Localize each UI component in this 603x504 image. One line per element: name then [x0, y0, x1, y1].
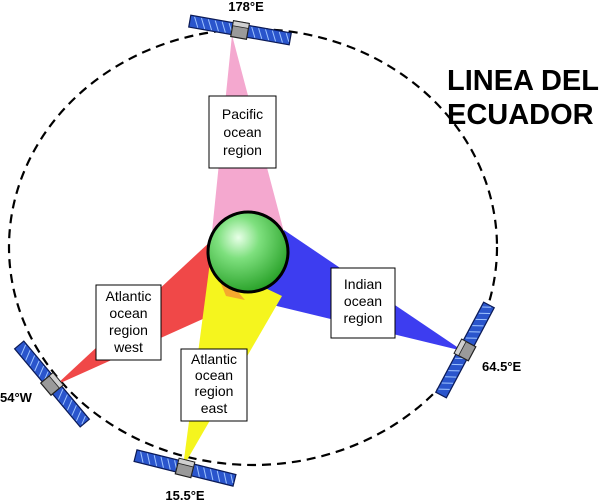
- region-pacific-line3: region: [223, 142, 262, 158]
- region-atl-east-line3: region: [195, 383, 234, 399]
- region-indian-line3: region: [344, 310, 383, 326]
- satellite-icon-pacific: [188, 13, 291, 46]
- region-box-pacific: Pacific ocean region: [208, 95, 277, 169]
- region-pacific-line1: Pacific: [222, 106, 263, 122]
- region-box-atlantic-west: Atlantic ocean region west: [95, 284, 162, 361]
- region-pacific-line2: ocean: [223, 124, 261, 140]
- satellite-label-atlantic-east: 15.5°E: [165, 488, 205, 503]
- satellite-label-atlantic-west: 54°W: [0, 390, 33, 405]
- region-box-atlantic-east: Atlantic ocean region east: [180, 348, 248, 422]
- region-atl-west-line4: west: [113, 339, 143, 355]
- region-atl-west-line2: ocean: [109, 305, 147, 321]
- earth-globe: [206, 210, 290, 294]
- region-atl-west-line3: region: [109, 322, 148, 338]
- region-indian-line1: Indian: [344, 276, 382, 292]
- satellite-icon-atlantic-west: [13, 340, 91, 428]
- region-indian-line2: ocean: [344, 293, 382, 309]
- equator-title-line2: ECUADOR: [447, 99, 594, 131]
- region-atl-east-line2: ocean: [195, 367, 233, 383]
- region-atl-west-line1: Atlantic: [106, 288, 152, 304]
- equator-title-line1: LINEA DEL: [447, 65, 599, 97]
- satellite-icon-indian: [434, 301, 496, 399]
- region-atl-east-line4: east: [201, 400, 228, 416]
- region-atl-east-line1: Atlantic: [191, 351, 237, 367]
- satellite-label-pacific: 178°E: [228, 0, 264, 14]
- equator-title: LINEA DEL ECUADOR: [447, 64, 603, 132]
- region-box-indian: Indian ocean region: [330, 267, 396, 339]
- satellite-label-indian: 64.5°E: [482, 359, 522, 374]
